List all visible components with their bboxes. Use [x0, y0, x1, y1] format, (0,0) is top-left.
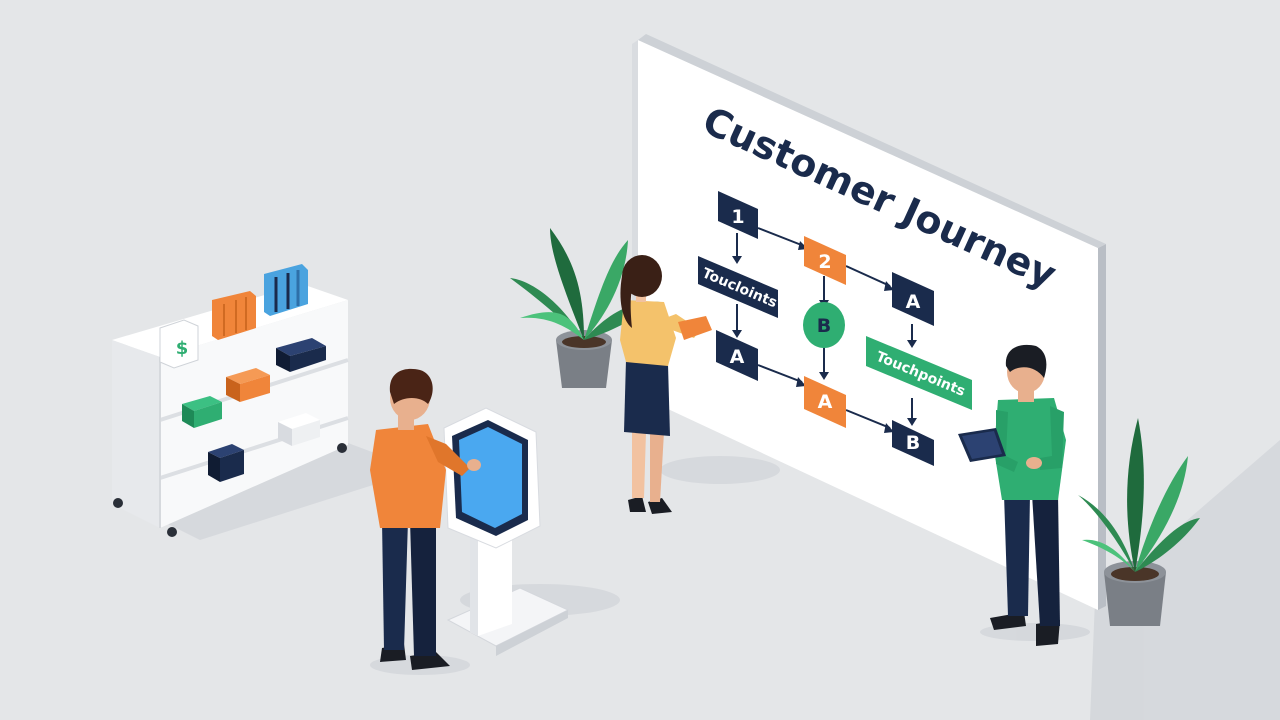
shelf-unit: $ [112, 264, 349, 537]
svg-text:A: A [730, 346, 745, 368]
man-at-kiosk [370, 368, 481, 670]
flow-node-a-orange: A [804, 376, 846, 428]
flow-node-step-2: 2 [804, 236, 846, 285]
shelf-books-orange [212, 291, 256, 340]
dollar-sign-icon: $ [176, 338, 189, 359]
flow-connectors [736, 227, 913, 429]
shelf-books-blue [264, 264, 308, 316]
flow-node-step-1: 1 [718, 191, 758, 239]
man-with-tablet [958, 344, 1066, 646]
flow-node-b-circle: B [803, 302, 845, 348]
svg-text:A: A [818, 391, 833, 413]
woman-with-tablet [620, 255, 712, 514]
svg-text:A: A [906, 291, 921, 313]
shelf-stack-green [182, 396, 222, 428]
svg-text:1: 1 [731, 206, 744, 228]
shelf-stack-navy-low [208, 444, 244, 482]
svg-text:B: B [906, 432, 920, 454]
flow-node-b-bottom: B [892, 420, 934, 466]
flow-node-a-left: A [716, 330, 758, 381]
floor-shadows [120, 440, 1280, 720]
journey-whiteboard: Customer Journey [632, 34, 1106, 610]
shelf-box-dollar: $ [159, 319, 199, 369]
flow-node-a-right: A [892, 272, 934, 326]
potted-plant-front [1078, 418, 1200, 626]
shelf-stack-white [278, 413, 320, 446]
svg-text:B: B [817, 315, 831, 337]
shelf-stack-navy [276, 338, 326, 372]
shelf-stack-orange [226, 368, 270, 402]
svg-text:2: 2 [818, 251, 831, 273]
touch-kiosk [443, 407, 570, 656]
